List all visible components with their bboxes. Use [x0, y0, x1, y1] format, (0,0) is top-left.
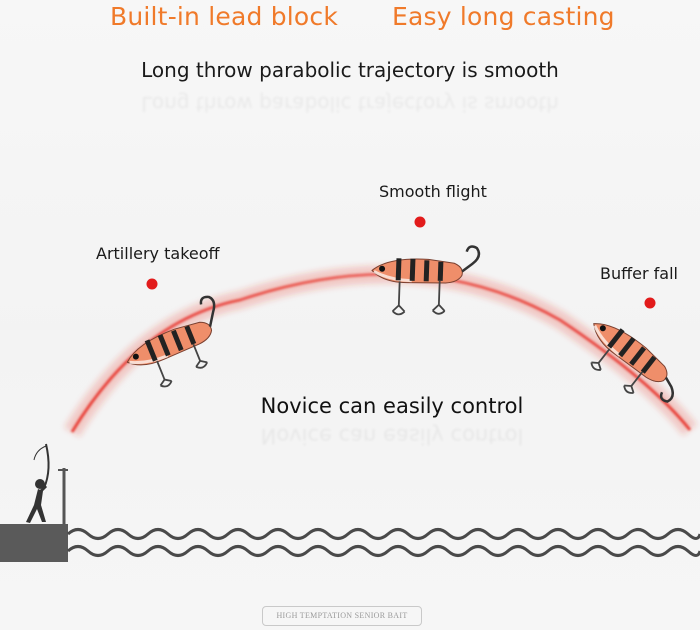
lure-takeoff — [126, 295, 216, 388]
label-buffer-fall: Buffer fall — [600, 264, 678, 283]
angler-silhouette-icon — [26, 443, 50, 523]
brand-badge: HIGH TEMPTATION SENIOR BAIT — [262, 606, 422, 626]
label-artillery-takeoff: Artillery takeoff — [96, 244, 220, 263]
water-waves-icon — [66, 528, 700, 557]
tagline-reflection: Novice can easily control — [260, 424, 524, 448]
fishing-lure-icon — [590, 323, 674, 403]
pier-block — [0, 524, 68, 562]
fishing-lure-icon — [126, 295, 216, 388]
subtitle: Long throw parabolic trajectory is smoot… — [141, 58, 559, 82]
lure-fall — [590, 323, 674, 403]
marker-fall — [644, 297, 656, 309]
headline: Built-in lead block Easy long casting — [0, 0, 700, 36]
pier — [0, 468, 68, 562]
wave-line-1 — [66, 528, 700, 540]
wave-line-2 — [66, 545, 700, 557]
lure-flight — [371, 245, 481, 316]
marker-takeoff — [146, 278, 158, 290]
label-smooth-flight: Smooth flight — [379, 182, 487, 201]
headline-easy-long-casting: Easy long casting — [392, 2, 615, 31]
headline-built-in-lead-block: Built-in lead block — [110, 2, 339, 31]
tagline: Novice can easily control — [260, 394, 524, 418]
fishing-lure-icon — [371, 245, 481, 316]
marker-flight — [414, 216, 426, 228]
